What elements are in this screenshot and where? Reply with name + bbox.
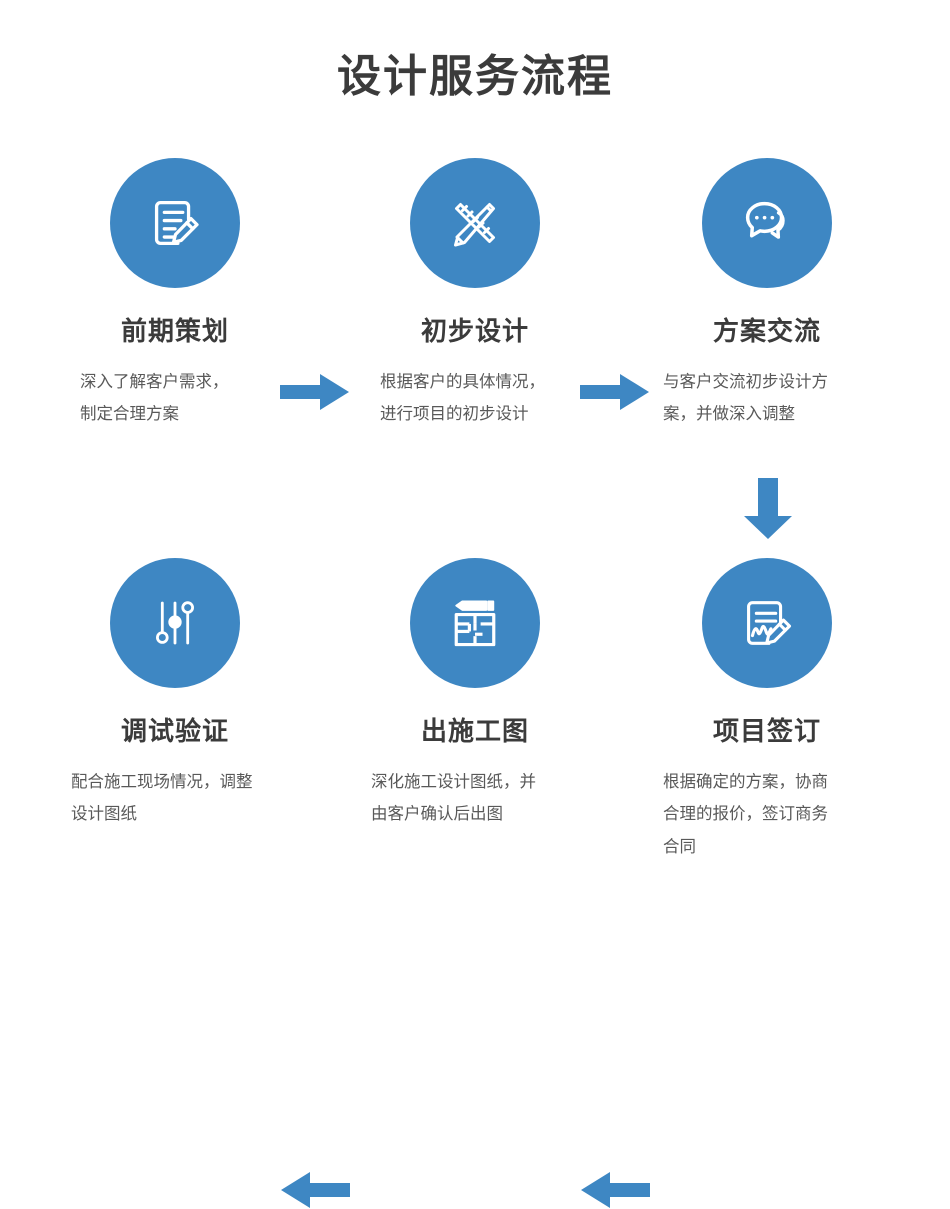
flow-step-1-title: 前期策划 (120, 316, 229, 346)
description-line: 深化施工设计图纸，并 (371, 773, 536, 792)
chat-bubbles-icon (736, 192, 798, 254)
ruler-pencil-cross-icon (443, 191, 507, 255)
flow-step-3-description: 与客户交流初步设计方 案，并做深入调整 (663, 366, 871, 430)
page-title: 设计服务流程 (337, 52, 613, 101)
flow-step-5-description: 深化施工设计图纸，并 由客户确认后出图 (371, 766, 579, 830)
flow-step-4-icon-circle[interactable] (702, 558, 832, 688)
description-line: 进行项目的初步设计 (380, 405, 529, 424)
description-line: 合同 (663, 837, 696, 856)
description-line: 根据确定的方案，协商 (663, 773, 828, 792)
arrow-left-1-icon (580, 1171, 650, 1209)
document-pencil-icon (144, 192, 206, 254)
description-line: 深入了解客户需求， (80, 373, 229, 392)
arrow-right-1-icon (280, 373, 350, 411)
arrow-down-1-icon (742, 478, 794, 540)
description-line: 案，并做深入调整 (663, 405, 795, 424)
flow-step-5[interactable]: 出施工图 深化施工设计图纸，并 由客户确认后出图 (325, 558, 625, 831)
flow-row-top: 前期策划 深入了解客户需求， 制定合理方案 (0, 158, 950, 538)
sliders-icon (146, 594, 204, 652)
flow-step-3-title: 方案交流 (712, 316, 821, 346)
flow-step-3-icon-circle[interactable] (702, 158, 832, 288)
floorplan-pencil-icon (445, 593, 505, 653)
description-line: 与客户交流初步设计方 (663, 373, 828, 392)
flow-row-bottom: 调试验证 配合施工现场情况，调整 设计图纸 (0, 558, 950, 1208)
flow-step-3[interactable]: 方案交流 与客户交流初步设计方 案，并做深入调整 (617, 158, 917, 431)
flow-step-6-icon-circle[interactable] (110, 558, 240, 688)
flow-step-6-description: 配合施工现场情况，调整 设计图纸 (71, 766, 279, 830)
arrow-left-2-icon (280, 1171, 350, 1209)
flow-step-5-title: 出施工图 (420, 716, 529, 746)
description-line: 由客户确认后出图 (371, 805, 503, 824)
flow-step-1-icon-circle[interactable] (110, 158, 240, 288)
flow-step-4-title: 项目签订 (712, 716, 821, 746)
flow-step-2-description: 根据客户的具体情况， 进行项目的初步设计 (380, 366, 570, 430)
flow-step-5-icon-circle[interactable] (410, 558, 540, 688)
description-line: 制定合理方案 (80, 405, 179, 424)
flow-step-6[interactable]: 调试验证 配合施工现场情况，调整 设计图纸 (25, 558, 325, 831)
description-line: 设计图纸 (71, 805, 137, 824)
design-service-process-infographic: 设计服务流程 前期策划 深入了解 (0, 52, 950, 1208)
flow-step-2-title: 初步设计 (420, 316, 529, 346)
flow-step-1[interactable]: 前期策划 深入了解客户需求， 制定合理方案 (25, 158, 325, 431)
description-line: 根据客户的具体情况， (380, 373, 545, 392)
contract-signature-icon (736, 592, 798, 654)
arrow-right-2-icon (580, 373, 650, 411)
flow-step-2[interactable]: 初步设计 根据客户的具体情况， 进行项目的初步设计 (325, 158, 625, 431)
flow-step-2-icon-circle[interactable] (410, 158, 540, 288)
flow-step-4[interactable]: 项目签订 根据确定的方案，协商 合理的报价，签订商务 合同 (617, 558, 917, 863)
description-line: 合理的报价，签订商务 (663, 805, 828, 824)
flow-step-1-description: 深入了解客户需求， 制定合理方案 (80, 366, 270, 430)
description-line: 配合施工现场情况，调整 (71, 773, 253, 792)
flow-step-4-description: 根据确定的方案，协商 合理的报价，签订商务 合同 (663, 766, 871, 863)
flow-step-6-title: 调试验证 (120, 716, 229, 746)
